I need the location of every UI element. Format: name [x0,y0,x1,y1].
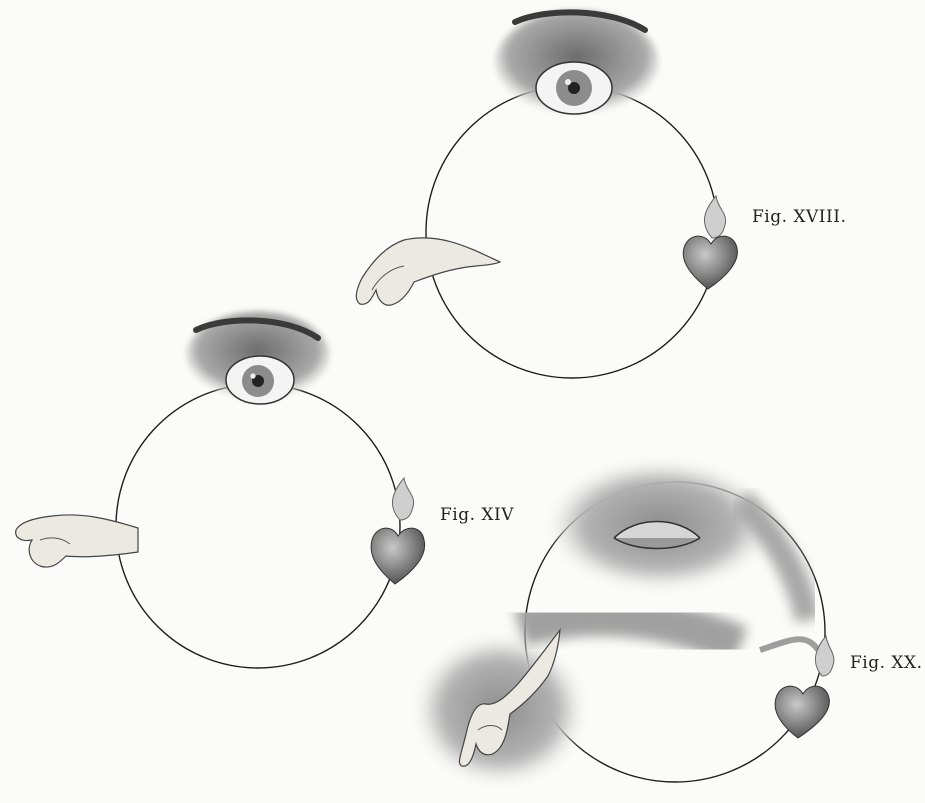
figure-label-xiv: Fig. XIV [440,505,514,525]
flame-icon [392,478,413,520]
heart-icon [775,686,829,738]
circle-outline [426,86,718,378]
figure-xviii: Fig. XVIII. [356,10,846,378]
hand-icon [356,238,500,305]
flame-icon [815,636,834,676]
circle-outline [116,384,400,668]
figure-label-xviii: Fig. XVIII. [752,207,846,227]
eye-icon [536,62,612,114]
eye-icon [226,356,294,404]
figure-xiv: Fig. XIV [16,311,515,668]
heart-icon [371,528,424,584]
flame-icon [704,196,725,238]
figure-label-xx: Fig. XX. [850,653,923,673]
heart-icon [683,236,737,289]
smoke-trail [760,639,818,650]
